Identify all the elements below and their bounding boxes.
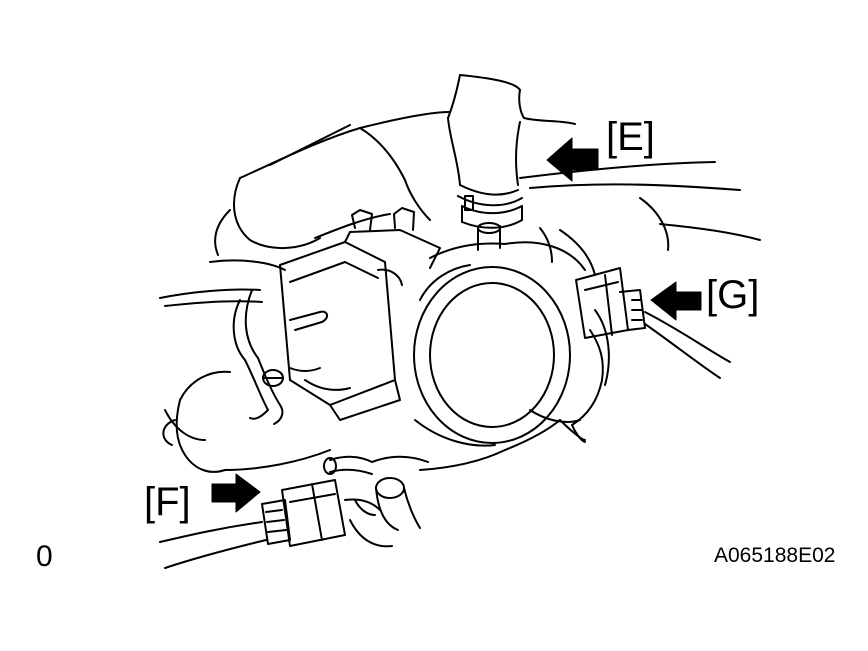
arrow-g-icon: [650, 281, 702, 321]
lower-hoses: [323, 309, 610, 548]
figure-code: A065188E02: [714, 544, 836, 567]
cable-bracket: [232, 289, 351, 425]
arrow-e-icon: [546, 137, 599, 182]
arrow-f-icon: [211, 473, 261, 513]
connector-f: [159, 479, 381, 569]
callout-label-e: [E]: [606, 115, 655, 159]
throttle-body: [413, 222, 604, 447]
callout-label-f: [F]: [144, 480, 191, 524]
callout-label-g: [G]: [706, 273, 760, 317]
corner-number: 0: [36, 540, 53, 573]
connector-g: [575, 267, 731, 379]
air-hose: [447, 74, 576, 229]
sensor-housing: [279, 207, 441, 421]
pointer-arrows: [211, 137, 702, 513]
